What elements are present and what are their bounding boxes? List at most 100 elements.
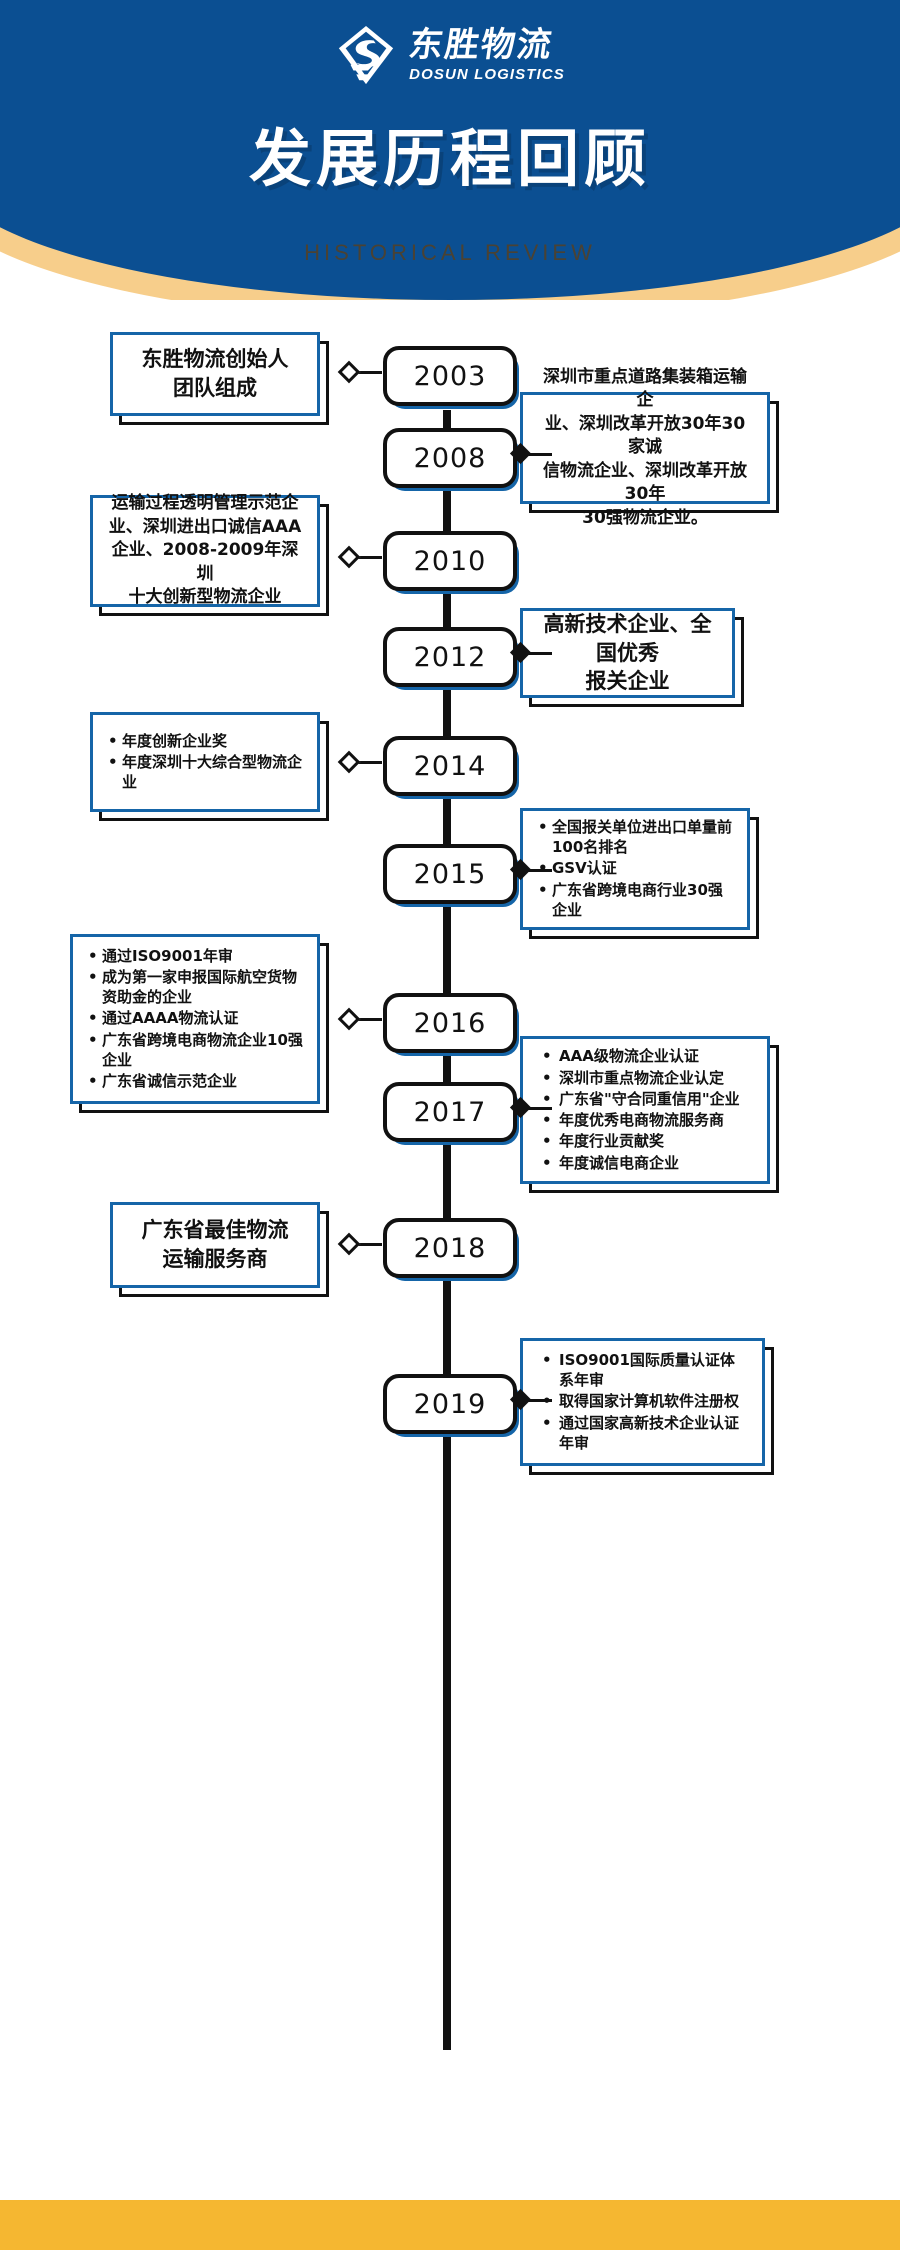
- achievement-list: ISO9001国际质量认证体系年审取得国家计算机软件注册权通过国家高新技术企业认…: [537, 1350, 748, 1454]
- connector-diamond-2014: [337, 750, 361, 774]
- milestone-card-2017[interactable]: AAA级物流企业认证深圳市重点物流企业认定广东省"守合同重信用"企业年度优秀电商…: [520, 1036, 779, 1193]
- brand-logo: 东胜物流 DOSUN LOGISTICS: [0, 24, 900, 86]
- achievement-list: 全国报关单位进出口单量前100名排名GSV认证广东省跨境电商行业30强企业: [537, 817, 733, 921]
- year-label: 2018: [383, 1218, 517, 1278]
- connector-line-2014: [340, 761, 382, 764]
- milestone-card-2019[interactable]: ISO9001国际质量认证体系年审取得国家计算机软件注册权通过国家高新技术企业认…: [520, 1338, 774, 1475]
- card-text-line: 信物流企业、深圳改革开放30年: [543, 460, 747, 505]
- achievement-item: 全国报关单位进出口单量前100名排名: [537, 817, 733, 858]
- milestone-card-2012[interactable]: 高新技术企业、全国优秀报关企业: [520, 608, 744, 707]
- year-label: 2017: [383, 1082, 517, 1142]
- connector-diamond-2010: [337, 545, 361, 569]
- card-body: 东胜物流创始人团队组成: [110, 332, 320, 416]
- achievement-item: 广东省跨境电商物流企业10强企业: [87, 1030, 303, 1071]
- card-text-line: 业、深圳改革开放30年30家诚: [544, 413, 746, 458]
- card-body: 运输过程透明管理示范企业、深圳进出口诚信AAA 企业、2008-2009年深圳十大…: [90, 493, 320, 608]
- dosun-diamond-s-logo-icon: [335, 24, 397, 86]
- milestone-card-2015[interactable]: 全国报关单位进出口单量前100名排名GSV认证广东省跨境电商行业30强企业: [520, 808, 759, 939]
- card-body: 全国报关单位进出口单量前100名排名GSV认证广东省跨境电商行业30强企业: [520, 808, 750, 930]
- connector-line-2010: [340, 556, 382, 559]
- year-label: 2016: [383, 993, 517, 1053]
- milestone-card-2003[interactable]: 东胜物流创始人团队组成: [110, 332, 329, 425]
- year-label: 2012: [383, 627, 517, 687]
- connector-line-2003: [340, 371, 382, 374]
- milestone-card-2008[interactable]: 深圳市重点道路集装箱运输企业、深圳改革开放30年30家诚信物流企业、深圳改革开放…: [520, 367, 779, 528]
- achievement-list: AAA级物流企业认证深圳市重点物流企业认定广东省"守合同重信用"企业年度优秀电商…: [537, 1046, 740, 1174]
- card-text-line: 深圳市重点道路集装箱运输企: [543, 366, 747, 411]
- achievement-list: 通过ISO9001年审成为第一家申报国际航空货物资助金的企业通过AAAA物流认证…: [87, 946, 303, 1093]
- achievement-item: 广东省诚信示范企业: [87, 1071, 303, 1092]
- year-marker-2012[interactable]: 2012: [383, 627, 519, 690]
- card-body: 广东省最佳物流运输服务商: [110, 1202, 320, 1288]
- achievement-item: ISO9001国际质量认证体系年审: [537, 1350, 748, 1391]
- achievement-item: 年度优秀电商物流服务商: [537, 1110, 740, 1131]
- page-footer-bar: [0, 2200, 900, 2250]
- achievement-list: 年度创新企业奖年度深圳十大综合型物流企业: [107, 731, 303, 794]
- header-blue-banner: [0, 0, 900, 300]
- card-body: 高新技术企业、全国优秀报关企业: [520, 608, 735, 698]
- milestone-card-2010[interactable]: 运输过程透明管理示范企业、深圳进出口诚信AAA 企业、2008-2009年深圳十大…: [90, 493, 329, 616]
- year-label: 2008: [383, 428, 517, 488]
- card-text-line: 30强物流企业。: [582, 507, 708, 528]
- connector-diamond-2016: [337, 1007, 361, 1031]
- year-label: 2014: [383, 736, 517, 796]
- card-text-line: 报关企业: [585, 669, 670, 694]
- year-label: 2015: [383, 844, 517, 904]
- achievement-item: 成为第一家申报国际航空货物资助金的企业: [87, 967, 303, 1008]
- year-marker-2015[interactable]: 2015: [383, 844, 519, 907]
- connector-line-2008: [522, 453, 552, 456]
- card-text-line: 团队组成: [173, 376, 257, 400]
- achievement-item: 年度行业贡献奖: [537, 1131, 740, 1152]
- milestone-card-2014[interactable]: 年度创新企业奖年度深圳十大综合型物流企业: [90, 712, 329, 821]
- card-text-line: 运输服务商: [162, 1247, 268, 1271]
- year-marker-2010[interactable]: 2010: [383, 531, 519, 594]
- page-title: 发展历程回顾: [248, 122, 651, 195]
- card-text-line: 高新技术企业、全国优秀: [543, 611, 712, 665]
- achievement-item: 年度诚信电商企业: [537, 1153, 740, 1174]
- achievement-item: GSV认证: [537, 858, 733, 879]
- brand-lockup: 东胜物流 DOSUN LOGISTICS: [406, 25, 565, 83]
- page-header: 东胜物流 DOSUN LOGISTICS 发展历程回顾 HISTORICAL R…: [0, 0, 900, 300]
- brand-name-cn: 东胜物流: [406, 25, 556, 65]
- achievement-item: 通过国家高新技术企业认证年审: [537, 1413, 748, 1454]
- card-body: 年度创新企业奖年度深圳十大综合型物流企业: [90, 712, 320, 812]
- card-text-line: 十大创新型物流企业: [128, 587, 282, 608]
- card-text-line: 业、深圳进出口诚信AAA: [108, 516, 302, 537]
- brand-name-en: DOSUN LOGISTICS: [409, 66, 565, 83]
- card-text-line: 运输过程透明管理示范企: [111, 493, 299, 514]
- year-marker-2016[interactable]: 2016: [383, 993, 519, 1056]
- achievement-item: 取得国家计算机软件注册权: [537, 1391, 748, 1412]
- year-marker-2017[interactable]: 2017: [383, 1082, 519, 1145]
- achievement-item: 通过AAAA物流认证: [87, 1008, 303, 1029]
- card-body: AAA级物流企业认证深圳市重点物流企业认定广东省"守合同重信用"企业年度优秀电商…: [520, 1036, 770, 1184]
- achievement-item: 广东省跨境电商行业30强企业: [537, 880, 733, 921]
- card-text-line: 企业、2008-2009年深圳: [111, 540, 299, 584]
- year-marker-2003[interactable]: 2003: [383, 346, 519, 409]
- year-marker-2018[interactable]: 2018: [383, 1218, 519, 1281]
- year-marker-2008[interactable]: 2008: [383, 428, 519, 491]
- connector-line-2016: [340, 1018, 382, 1021]
- achievement-item: AAA级物流企业认证: [537, 1046, 740, 1067]
- milestone-card-2018[interactable]: 广东省最佳物流运输服务商: [110, 1202, 329, 1297]
- milestone-card-2016[interactable]: 通过ISO9001年审成为第一家申报国际航空货物资助金的企业通过AAAA物流认证…: [70, 934, 329, 1113]
- year-marker-2019[interactable]: 2019: [383, 1374, 519, 1437]
- year-marker-2014[interactable]: 2014: [383, 736, 519, 799]
- card-body: 通过ISO9001年审成为第一家申报国际航空货物资助金的企业通过AAAA物流认证…: [70, 934, 320, 1104]
- card-text-line: 东胜物流创始人: [141, 347, 289, 372]
- connector-line-2012: [522, 652, 552, 655]
- card-body: ISO9001国际质量认证体系年审取得国家计算机软件注册权通过国家高新技术企业认…: [520, 1338, 765, 1466]
- card-body: 深圳市重点道路集装箱运输企业、深圳改革开放30年30家诚信物流企业、深圳改革开放…: [520, 367, 770, 528]
- achievement-item: 深圳市重点物流企业认定: [537, 1068, 740, 1089]
- achievement-item: 年度深圳十大综合型物流企业: [107, 752, 303, 793]
- connector-line-2015: [522, 869, 552, 872]
- year-label: 2003: [383, 346, 517, 406]
- achievement-item: 广东省"守合同重信用"企业: [537, 1089, 740, 1110]
- achievement-item: 通过ISO9001年审: [87, 946, 303, 967]
- connector-line-2017: [522, 1107, 552, 1110]
- connector-diamond-2018: [337, 1232, 361, 1256]
- year-label: 2010: [383, 531, 517, 591]
- connector-line-2018: [340, 1243, 382, 1246]
- year-label: 2019: [383, 1374, 517, 1434]
- connector-line-2019: [522, 1399, 552, 1402]
